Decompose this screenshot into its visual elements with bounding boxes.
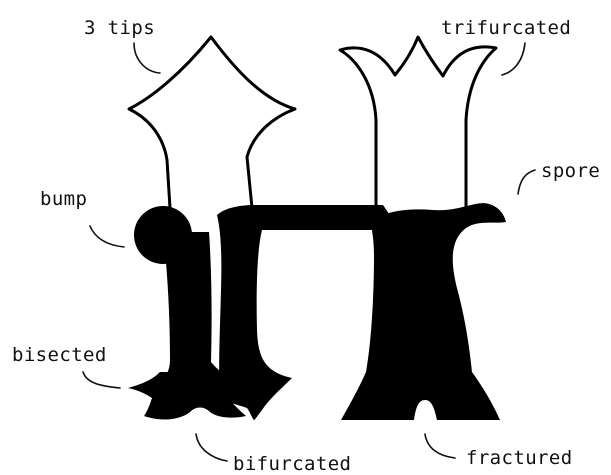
bump: [134, 206, 192, 264]
leader-bump: [90, 226, 124, 247]
label-bifurcated: bifurcated: [233, 453, 351, 475]
leader-three-tips: [134, 43, 160, 73]
three-tips-flourish: [129, 37, 295, 208]
fracture-notch: [417, 405, 433, 420]
label-spore: spore: [541, 160, 600, 182]
leader-bifurcated: [196, 434, 227, 461]
leader-trifurcated: [502, 43, 525, 75]
label-three-tips: 3 tips: [84, 17, 155, 39]
trifurcated-flourish: [340, 37, 496, 208]
leader-bisected: [83, 372, 120, 388]
leader-fractured: [425, 434, 455, 458]
label-trifurcated: trifurcated: [441, 17, 571, 39]
label-fractured: fractured: [466, 447, 573, 469]
leader-spore: [518, 170, 535, 194]
right-trunk: [341, 203, 506, 420]
label-bisected: bisected: [12, 344, 107, 366]
blackletter-letterform: [128, 203, 506, 420]
label-bump: bump: [40, 188, 87, 210]
